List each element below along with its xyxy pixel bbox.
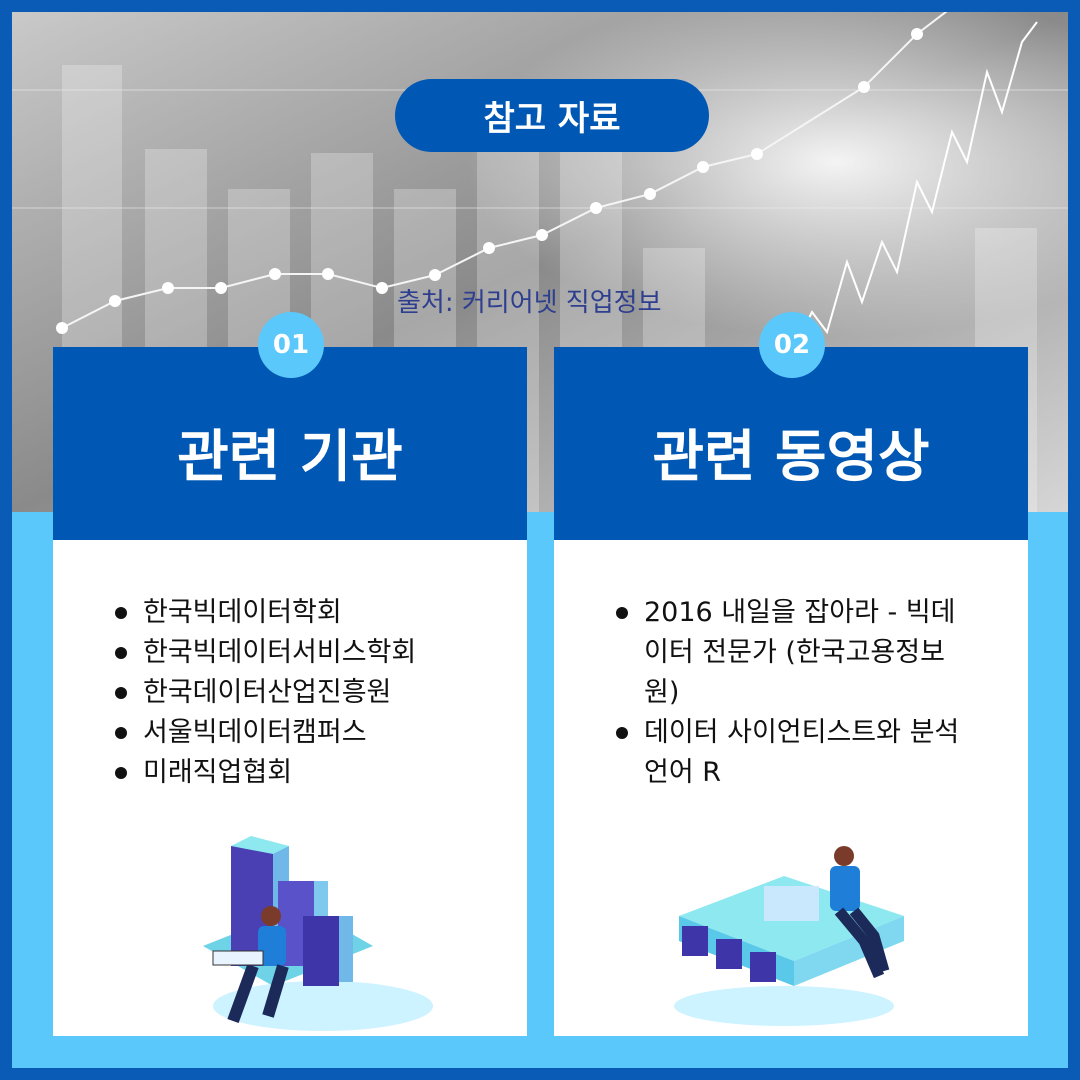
card-title: 관련 기관: [53, 347, 527, 540]
source-text: 출처: 커리어넷 직업정보: [397, 288, 662, 318]
video-list: 2016 내일을 잡아라 - 빅데이터 전문가 (한국고용정보원) 데이터 사이…: [554, 540, 1028, 793]
card-related-organizations: 관련 기관 01 한국빅데이터학회 한국빅데이터서비스학회 한국데이터산업진흥원…: [53, 312, 527, 1036]
list-item: 2016 내일을 잡아라 - 빅데이터 전문가 (한국고용정보원): [616, 593, 966, 713]
data-platform-illustration: [674, 846, 904, 1026]
list-item: 서울빅데이터캠퍼스: [115, 713, 527, 753]
card-related-videos: 관련 동영상 02 2016 내일을 잡아라 - 빅데이터 전문가 (한국고용정…: [554, 312, 1028, 1036]
list-item: 한국빅데이터학회: [115, 593, 527, 633]
list-item: 미래직업협회: [115, 753, 527, 793]
list-item: 데이터 사이언티스트와 분석언어 R: [616, 713, 966, 793]
card-number-badge: 02: [759, 312, 825, 378]
list-item: 한국빅데이터서비스학회: [115, 633, 527, 673]
card-number-badge: 01: [258, 312, 324, 378]
card-title: 관련 동영상: [554, 347, 1028, 540]
data-bars-illustration: [203, 836, 433, 1031]
organization-list: 한국빅데이터학회 한국빅데이터서비스학회 한국데이터산업진흥원 서울빅데이터캠퍼…: [53, 540, 527, 793]
list-item: 한국데이터산업진흥원: [115, 673, 527, 713]
title-pill: 참고 자료: [395, 79, 709, 152]
